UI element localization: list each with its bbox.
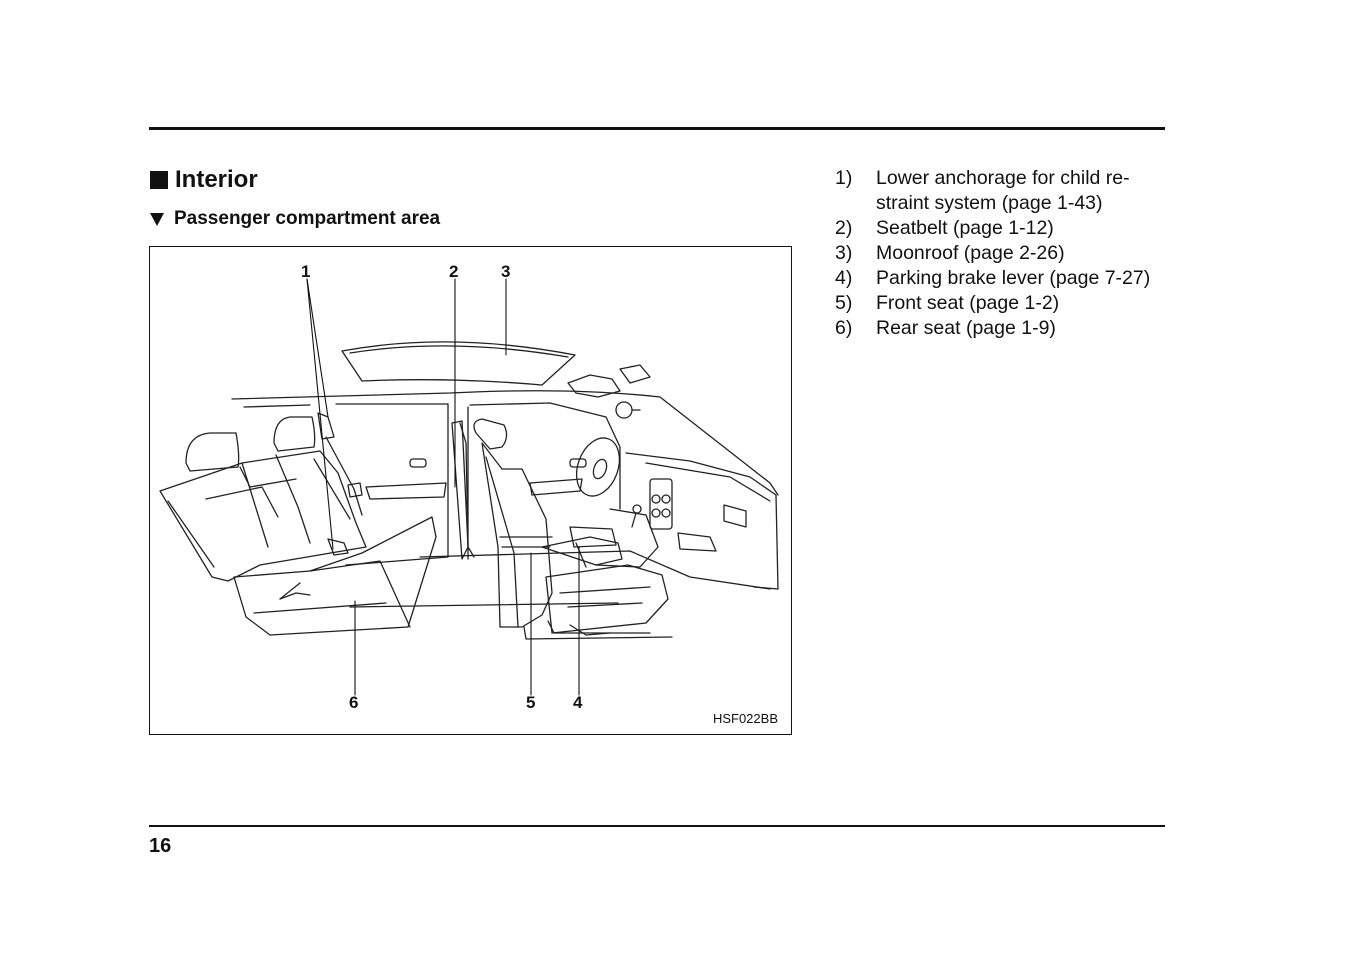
legend-number: 3) <box>835 242 853 264</box>
square-bullet-icon <box>150 171 168 189</box>
page-number: 16 <box>149 835 172 857</box>
triangle-bullet-icon <box>150 212 164 226</box>
callout-5: 5 <box>526 693 536 712</box>
legend-text: Moonroof (page 2-26) <box>876 242 1065 264</box>
interior-figure: 1 2 3 4 5 6 HSF022BB <box>149 246 792 735</box>
car-interior-illustration <box>159 278 779 696</box>
callout-1: 1 <box>301 262 311 281</box>
legend-item: 4) Parking brake lever (page 7-27) <box>835 266 1175 291</box>
figure-code: HSF022BB <box>712 711 778 726</box>
legend-number: 5) <box>835 292 853 314</box>
legend-list: 1) Lower anchorage for child re-straint … <box>835 166 1175 341</box>
legend-text: Front seat (page 1-2) <box>876 292 1060 314</box>
legend-number: 6) <box>835 317 853 339</box>
subsection-heading: Passenger compartment area <box>150 208 440 230</box>
legend-item: 2) Seatbelt (page 1-12) <box>835 216 1175 241</box>
section-heading: Interior <box>150 166 258 194</box>
legend-text: Rear seat (page 1-9) <box>876 317 1056 339</box>
legend-number: 1) <box>835 167 853 189</box>
section-title: Interior <box>175 166 258 193</box>
legend-item: 6) Rear seat (page 1-9) <box>835 316 1175 341</box>
callout-2: 2 <box>449 262 459 281</box>
legend-item: 5) Front seat (page 1-2) <box>835 291 1175 316</box>
callout-6: 6 <box>349 693 359 712</box>
legend-text: Lower anchorage for child re-straint sys… <box>876 167 1130 214</box>
bottom-rule <box>149 825 1165 827</box>
legend-text: Parking brake lever (page 7-27) <box>876 267 1151 289</box>
legend-item: 1) Lower anchorage for child re-straint … <box>835 166 1175 216</box>
legend-number: 4) <box>835 267 853 289</box>
legend-item: 3) Moonroof (page 2-26) <box>835 241 1175 266</box>
callout-3: 3 <box>501 262 511 281</box>
legend-text: Seatbelt (page 1-12) <box>876 217 1054 239</box>
subsection-title: Passenger compartment area <box>174 208 441 229</box>
callout-4: 4 <box>573 693 583 712</box>
legend-number: 2) <box>835 217 853 239</box>
top-rule <box>149 127 1165 130</box>
